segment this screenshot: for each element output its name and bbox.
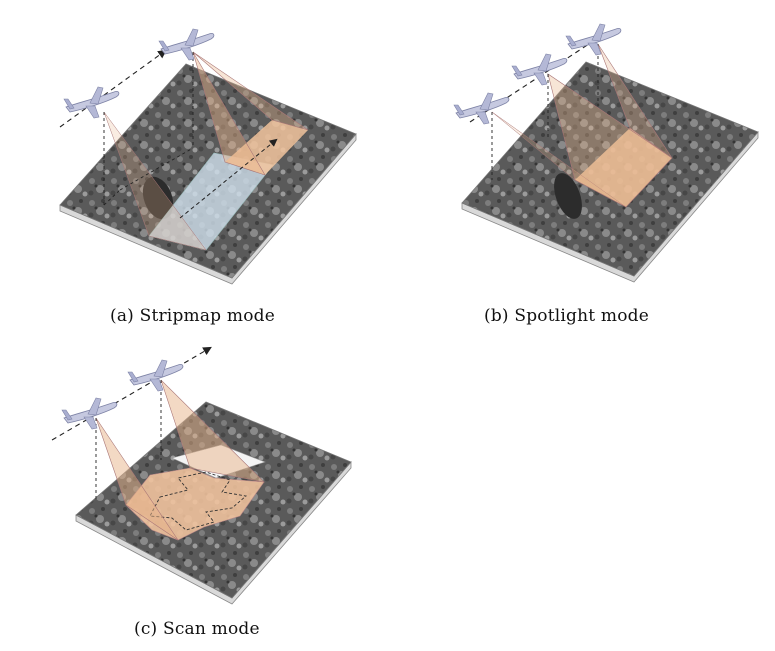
dark-lake <box>554 173 582 219</box>
scan-pattern <box>149 471 248 531</box>
dark-lake <box>142 176 174 220</box>
beam-cone-past <box>103 111 207 251</box>
panel-stripmap <box>59 28 357 285</box>
flight-path-arrow-icon <box>51 346 212 441</box>
flight-path-arrow-icon <box>59 49 167 128</box>
beam-cone-1 <box>95 417 179 541</box>
beam-cone-back <box>192 51 309 131</box>
aircraft-icon <box>511 53 568 86</box>
aircraft-icon <box>127 359 184 392</box>
aircraft-icon <box>61 397 118 430</box>
beam-cone-2 <box>160 379 265 483</box>
panel-scan <box>51 346 352 605</box>
beam-cone-2 <box>547 73 673 208</box>
footprint-current <box>225 120 308 175</box>
spot-footprint <box>575 128 672 207</box>
beam-cone-front <box>192 51 266 176</box>
beam-cone-3 <box>597 43 673 159</box>
ground-track <box>103 189 121 206</box>
ground-track <box>119 147 194 191</box>
aircraft-icon <box>63 86 120 119</box>
flight-path-arrow-icon <box>469 38 597 123</box>
aircraft-icon <box>158 28 215 61</box>
caption-stripmap: (a) Stripmap mode <box>110 306 275 326</box>
caption-scan: (c) Scan mode <box>134 619 260 639</box>
caption-spotlight: (b) Spotlight mode <box>484 306 649 326</box>
aircraft-icon <box>565 23 622 56</box>
panel-spotlight <box>453 23 759 283</box>
